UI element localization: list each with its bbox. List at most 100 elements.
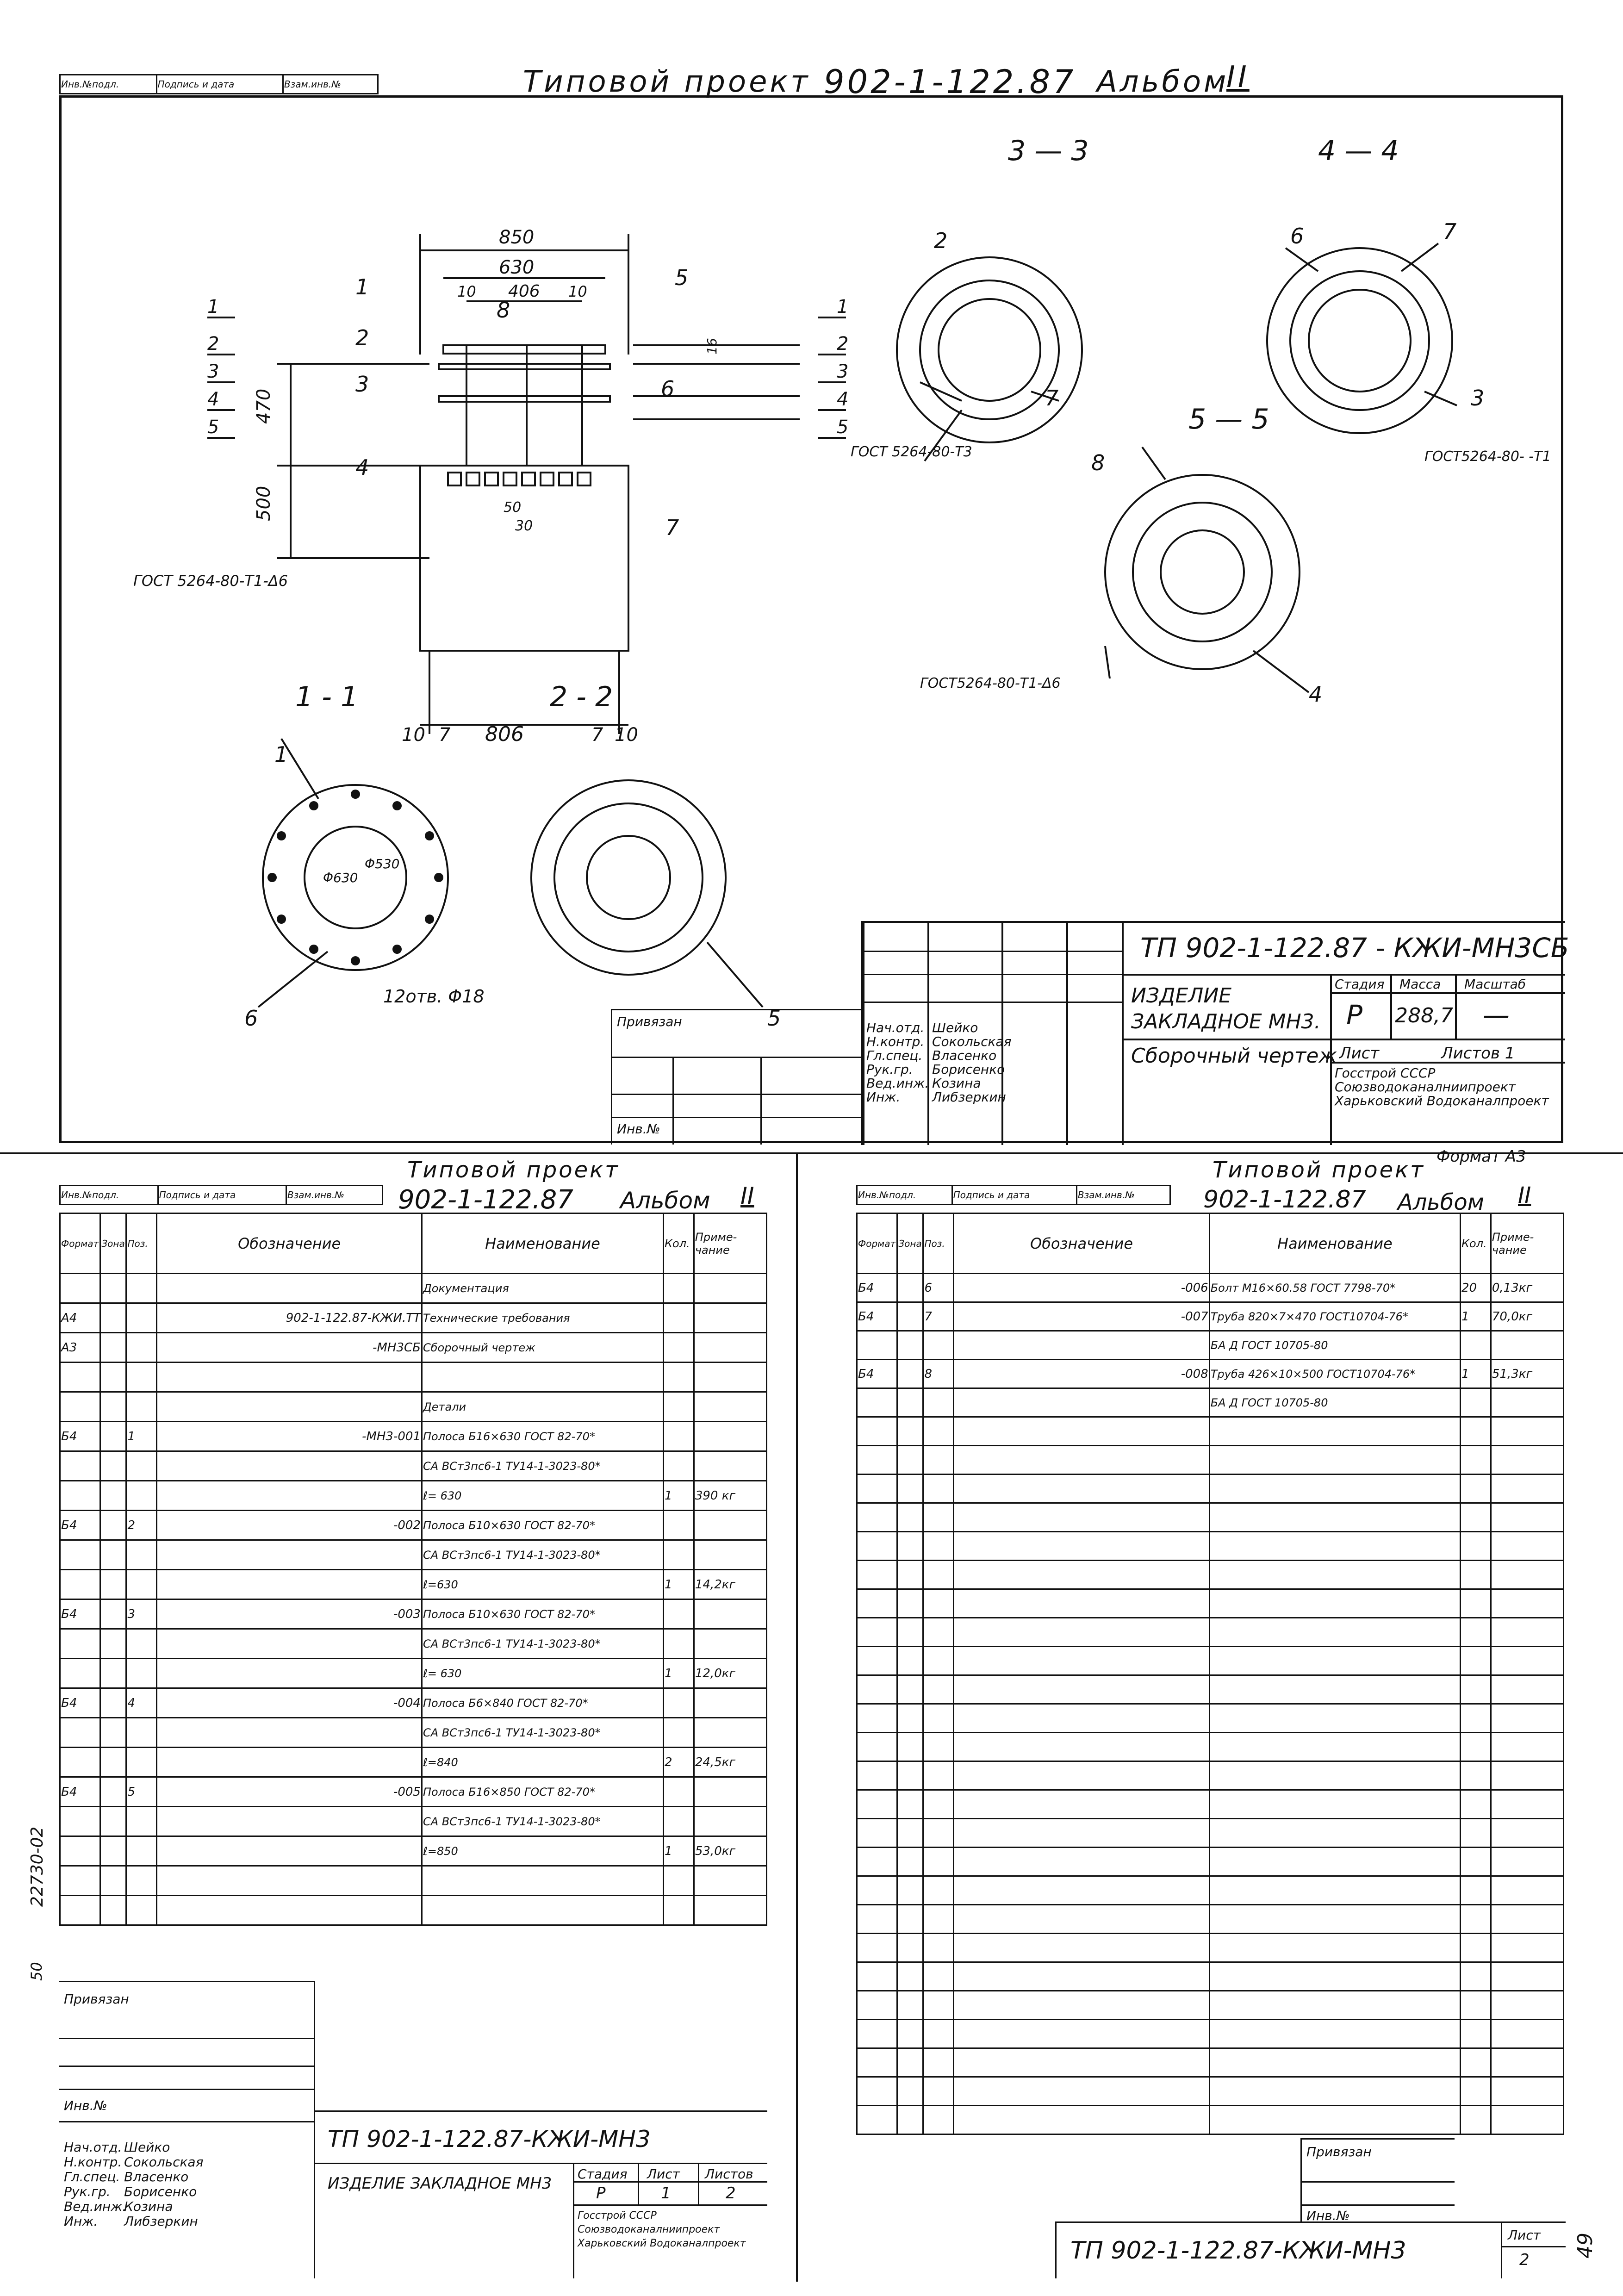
left-privyazan: Привязан — [64, 1991, 129, 2007]
cell-format — [59, 1806, 101, 1837]
cell-designation — [953, 1674, 1210, 1705]
cell-format — [59, 1747, 101, 1778]
cell-pos — [922, 1502, 955, 1532]
cell-zone — [896, 1359, 924, 1389]
cell-name — [1208, 1416, 1461, 1446]
top-code: ТП 902-1-122.87 - КЖИ-МН3СБ — [1140, 932, 1569, 964]
inv-label: Инв.№ — [617, 1121, 660, 1137]
table-row — [856, 1588, 1565, 1618]
cell-qty — [1459, 2047, 1492, 2078]
cell-zone — [99, 1776, 127, 1807]
cell-qty — [662, 1895, 695, 1926]
cell-note: 53,0кг — [693, 1836, 768, 1867]
col-name: Наименование — [1208, 1213, 1461, 1274]
cell-pos: 4 — [125, 1687, 158, 1718]
cell-note — [1490, 1531, 1565, 1561]
col-designation: Обозначение — [156, 1213, 423, 1274]
gost-t3: ГОСТ 5264-80-Т3 — [851, 444, 972, 460]
cell-format — [856, 1933, 898, 1963]
cell-pos — [922, 1703, 955, 1733]
right-privyazan-label: Привязан — [1306, 2144, 1372, 2159]
right-spec-table: Формат Зона Поз. Обозначение Наименовани… — [856, 1213, 1565, 2135]
cell-designation — [156, 1658, 423, 1689]
left-bottom-block: Привязан Инв.№ Нач.отд. Н.контр. Гл.спец… — [59, 1981, 315, 2278]
cell-designation: 902-1-122.87-КЖИ.ТТ — [156, 1302, 423, 1333]
cell-zone — [896, 2076, 924, 2106]
cell-designation — [953, 1388, 1210, 1418]
pos-7: 7 — [665, 515, 679, 540]
cell-pos — [922, 2047, 955, 2078]
cell-format — [59, 1569, 101, 1600]
table-row — [856, 1875, 1565, 1905]
col-qty: Кол. — [662, 1213, 695, 1274]
cell-format — [856, 1445, 898, 1475]
dim-7b: 7 — [591, 724, 603, 746]
cell-note — [693, 1302, 768, 1333]
top-frame — [59, 95, 1563, 1143]
cell-name: ℓ= 630 — [421, 1480, 664, 1511]
assembly-drawing: 3 — 3 4 — 4 5 — 5 1 - 1 2 - 2 850 630 40… — [133, 135, 1551, 1031]
cell-name — [1208, 1933, 1461, 1963]
table-row — [856, 1416, 1565, 1446]
section-22-outer — [530, 779, 727, 976]
table-row — [856, 1445, 1565, 1475]
cell-pos — [922, 1933, 955, 1963]
cell-qty — [662, 1332, 695, 1363]
cell-name: СА ВСт3пс6-1 ТУ14-1-3023-80* — [421, 1717, 664, 1748]
left-spec-table: Формат Зона Поз. Обозначение Наименовани… — [59, 1213, 768, 1926]
pos-4: 4 — [355, 455, 369, 480]
cell-format: Б4 — [59, 1687, 101, 1718]
top-item: ИЗДЕЛИЕ ЗАКЛАДНОЕ МН3. — [1131, 984, 1321, 1033]
cell-zone — [896, 1818, 924, 1848]
cell-format — [856, 1330, 898, 1360]
cell-qty — [1459, 1416, 1492, 1446]
cell-note — [693, 1362, 768, 1393]
dim-500: 500 — [253, 486, 274, 521]
cell-pos — [125, 1332, 158, 1363]
cell-name: ℓ=850 — [421, 1836, 664, 1867]
cell-designation — [953, 1789, 1210, 1819]
table-row — [856, 1531, 1565, 1561]
cell-format — [856, 1474, 898, 1504]
cell-pos: 5 — [125, 1776, 158, 1807]
right-sheet-h: Лист — [1508, 2228, 1541, 2243]
top-plate — [442, 344, 606, 355]
cell-format — [59, 1391, 101, 1422]
cell-note: 12,0кг — [693, 1658, 768, 1689]
cell-qty — [1459, 1732, 1492, 1762]
left-stage-h: Стадия — [578, 2166, 628, 2182]
cell-note — [1490, 2076, 1565, 2106]
cell-note: 0,13кг — [1490, 1273, 1565, 1303]
cell-qty — [1459, 1703, 1492, 1733]
cell-zone — [99, 1480, 127, 1511]
cell-pos — [125, 1836, 158, 1867]
cell-name — [1208, 1875, 1461, 1905]
s55-pos-8: 8 — [1091, 450, 1105, 475]
top-privyazan: Привязан Инв.№ — [611, 1009, 862, 1145]
table-row: СА ВСт3пс6-1 ТУ14-1-3023-80* — [59, 1806, 768, 1837]
cell-note — [1490, 1330, 1565, 1360]
cell-designation: -МН3-001 — [156, 1421, 423, 1452]
cell-note — [1490, 1818, 1565, 1848]
cell-designation — [953, 1703, 1210, 1733]
left-name-1: Сокольская — [124, 2154, 204, 2170]
cell-designation — [953, 1732, 1210, 1762]
stamp-cell: Взам.инв.№ — [1076, 1185, 1171, 1205]
flange-plate — [438, 363, 611, 370]
cell-zone — [896, 1789, 924, 1819]
cell-pos — [922, 1474, 955, 1504]
cell-designation: -002 — [156, 1510, 423, 1541]
cell-qty: 1 — [662, 1836, 695, 1867]
cell-format — [856, 2047, 898, 2078]
cell-pos — [125, 1569, 158, 1600]
dim-10d: 10 — [615, 724, 638, 746]
table-row — [856, 1646, 1565, 1676]
cell-zone — [896, 2019, 924, 2049]
name-1: Сокольская — [932, 1034, 1012, 1049]
cell-pos — [922, 2105, 955, 2135]
cell-format: Б4 — [59, 1421, 101, 1452]
